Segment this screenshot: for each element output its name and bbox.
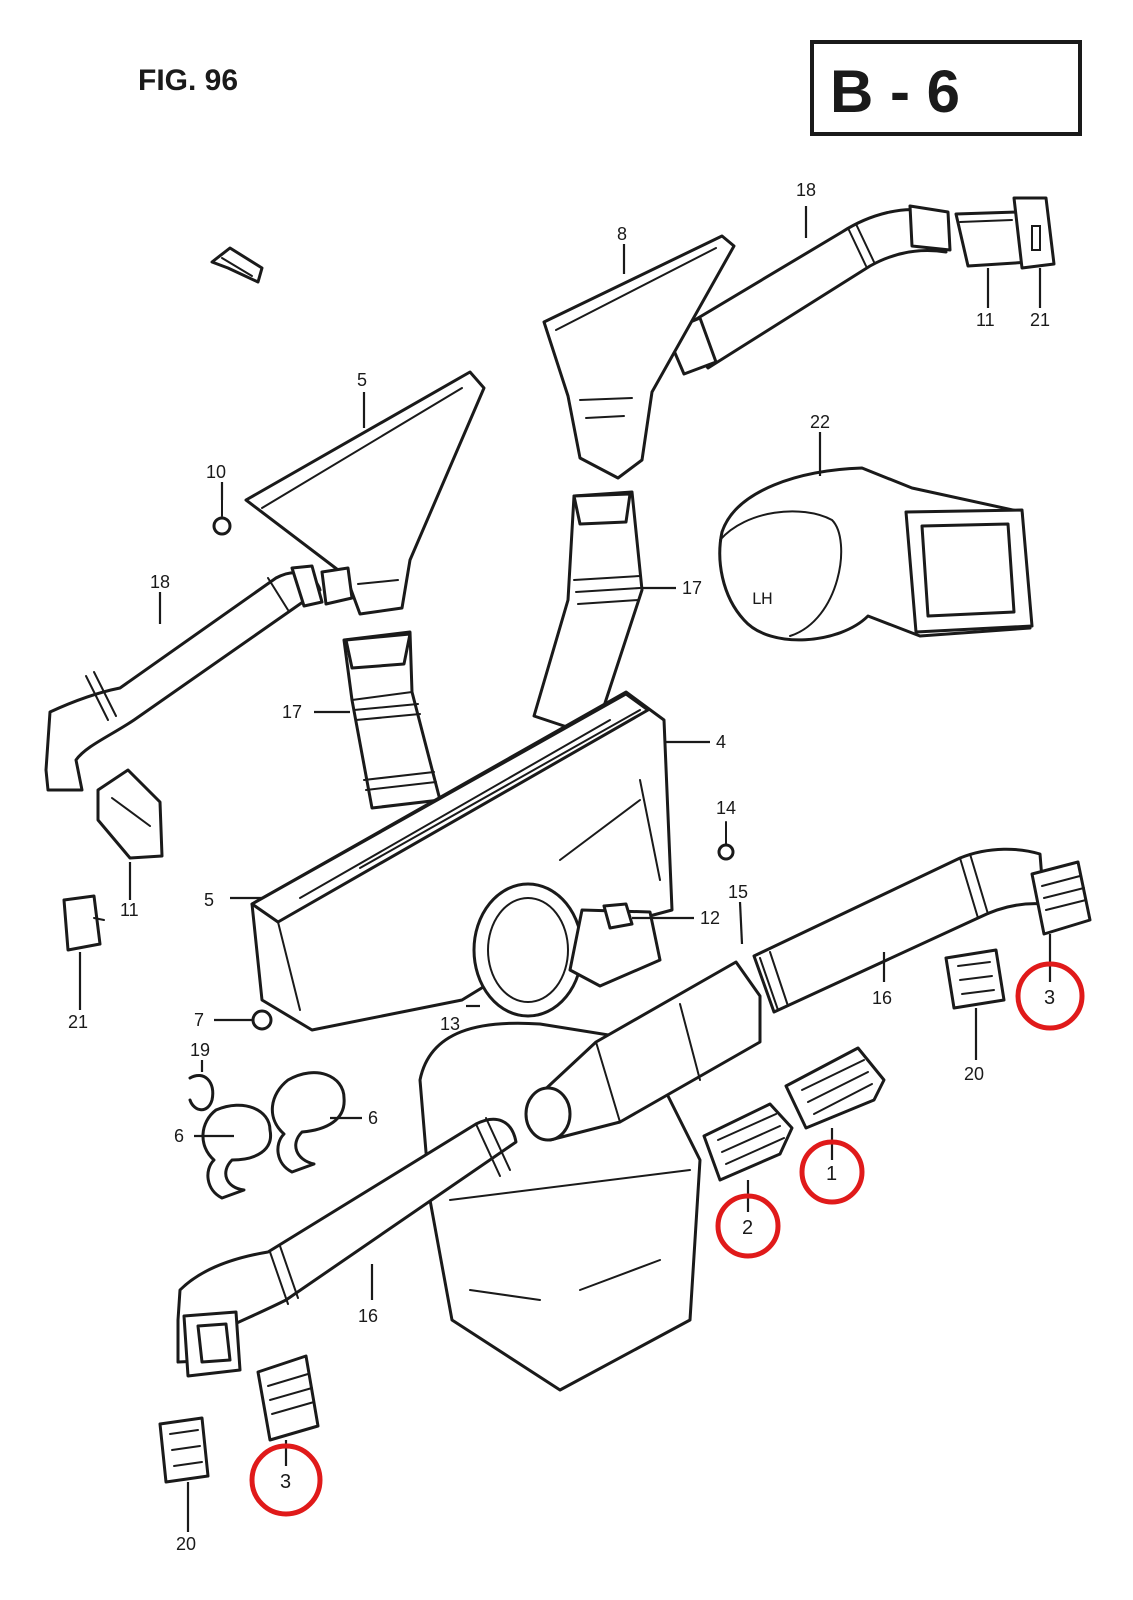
label-part-5-upper: 5 — [357, 370, 367, 390]
label-part-16-right: 16 — [872, 988, 892, 1008]
front-arrow-icon — [210, 246, 264, 284]
label-part-22: 22 — [810, 412, 830, 432]
figure-title: FIG. 96 — [138, 64, 238, 97]
bracket-11-left — [96, 768, 164, 860]
label-part-14: 14 — [716, 798, 736, 818]
funnel-8 — [542, 234, 736, 480]
clip-19 — [188, 1074, 215, 1112]
figure-code: B - 6 — [830, 58, 960, 125]
highlight-circle-3-right — [1015, 961, 1085, 1031]
figure-code-box — [810, 40, 1082, 136]
label-part-7: 7 — [194, 1010, 204, 1030]
highlight-circle-1 — [799, 1139, 865, 1205]
label-part-10: 10 — [206, 462, 226, 482]
lh-marking: LH — [752, 589, 773, 608]
label-part-18-right: 18 — [796, 180, 816, 200]
clip-21-left — [62, 894, 105, 952]
label-part-17-right: 17 — [682, 578, 702, 598]
label-part-2: 2 — [742, 1217, 753, 1239]
label-part-16-left: 16 — [358, 1306, 378, 1326]
duct-16-left — [176, 1117, 518, 1378]
label-part-15: 15 — [728, 882, 748, 902]
label-part-20-right: 20 — [964, 1064, 984, 1084]
label-part-13: 13 — [440, 1014, 460, 1034]
label-part-11-right: 11 — [976, 310, 995, 330]
label-part-4: 4 — [716, 732, 726, 752]
label-part-19: 19 — [190, 1040, 210, 1060]
bezel-20-left — [158, 1416, 210, 1484]
screw-14 — [717, 821, 735, 861]
clip-21-right — [1012, 196, 1056, 270]
label-part-3-left: 3 — [280, 1471, 291, 1493]
grille-3-right — [1030, 860, 1092, 936]
label-part-8: 8 — [617, 224, 627, 244]
leader-lines — [78, 206, 1052, 1532]
heater-case-4 — [250, 690, 674, 1032]
duct-18-left — [44, 564, 354, 792]
hoses-6 — [201, 1071, 346, 1200]
label-part-5-lower: 5 — [204, 890, 214, 910]
bezel-20-right — [944, 948, 1006, 1010]
hose-17-left — [342, 630, 442, 810]
hose-17-right — [532, 490, 644, 738]
highlighted-labels: 1 2 3 3 — [249, 961, 1085, 1517]
label-part-21-left: 21 — [68, 1012, 88, 1032]
label-part-1: 1 — [826, 1163, 837, 1185]
duct-22-lh: LH — [718, 466, 1034, 642]
grille-3-left — [256, 1354, 320, 1442]
label-part-6-left: 6 — [174, 1126, 184, 1146]
label-part-21-right: 21 — [1030, 310, 1050, 330]
label-part-20-left: 20 — [176, 1534, 196, 1554]
part-labels: 18 8 11 21 22 5 10 18 17 17 4 14 11 5 15… — [68, 180, 1050, 1554]
grille-2 — [702, 1102, 794, 1182]
duct-18-right — [664, 204, 952, 376]
label-part-18-left: 18 — [150, 572, 170, 592]
label-part-6-right: 6 — [368, 1108, 378, 1128]
highlight-circle-3-left — [249, 1443, 323, 1517]
duct-16-right — [752, 847, 1046, 1014]
label-part-3-right: 3 — [1044, 987, 1055, 1009]
grille-1 — [784, 1046, 886, 1130]
label-part-12: 12 — [700, 908, 720, 928]
duct-15 — [524, 960, 762, 1142]
highlight-circle-2 — [715, 1193, 781, 1259]
nut-7 — [251, 1009, 273, 1031]
nut-12 — [602, 902, 634, 930]
label-part-11-left: 11 — [120, 900, 139, 920]
label-part-17-left: 17 — [282, 702, 302, 722]
